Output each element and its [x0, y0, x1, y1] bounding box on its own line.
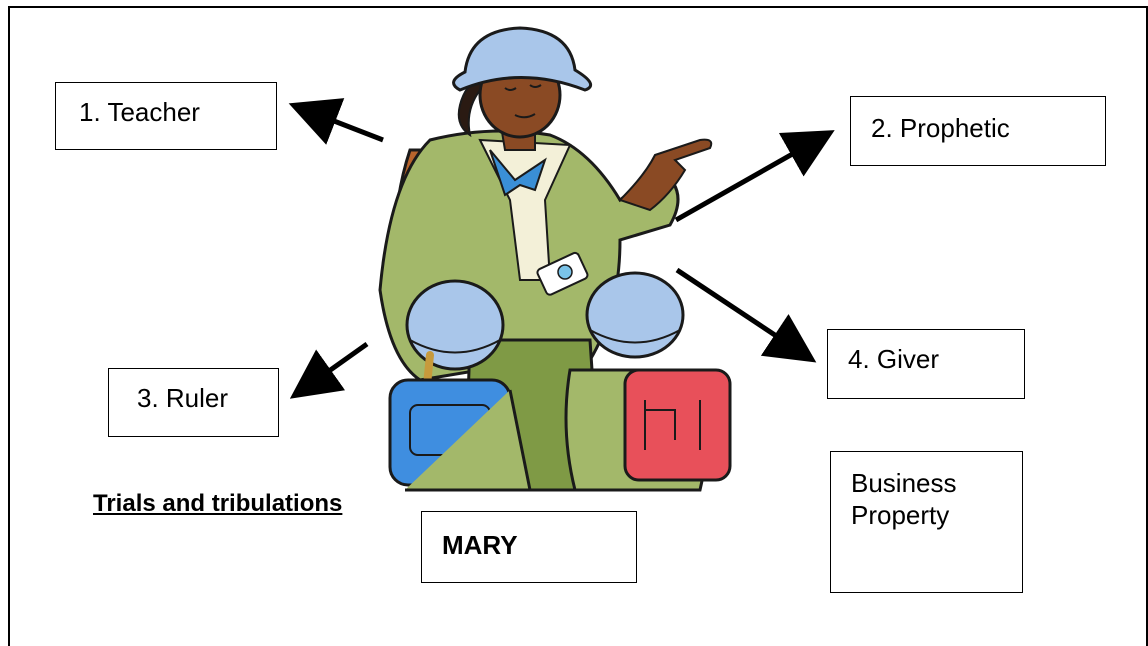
arrow-to-teacher: [288, 98, 384, 145]
arrow-to-prophetic: [674, 130, 835, 223]
mary-label: MARY: [442, 530, 518, 560]
teacher-box: 1. Teacher: [55, 82, 277, 150]
arrow-to-giver: [675, 267, 817, 363]
giver-label: 4. Giver: [848, 344, 940, 374]
ruler-box: 3. Ruler: [108, 368, 279, 437]
prophetic-label: 2. Prophetic: [871, 113, 1010, 143]
business-label: Business: [851, 468, 957, 498]
arrows-layer: [288, 98, 835, 399]
property-label: Property: [851, 500, 950, 530]
teacher-children-clipart: [378, 26, 732, 492]
teacher-label: 1. Teacher: [79, 97, 200, 127]
giver-box: 4. Giver: [827, 329, 1025, 399]
page-frame: [8, 6, 1148, 646]
trials-caption: Trials and tribulations: [93, 490, 343, 517]
prophetic-box: 2. Prophetic: [850, 96, 1106, 166]
mary-box: MARY: [421, 511, 637, 583]
arrow-to-ruler: [289, 341, 369, 399]
ruler-label: 3. Ruler: [137, 383, 229, 413]
business-property-box: Business Property: [830, 451, 1023, 593]
